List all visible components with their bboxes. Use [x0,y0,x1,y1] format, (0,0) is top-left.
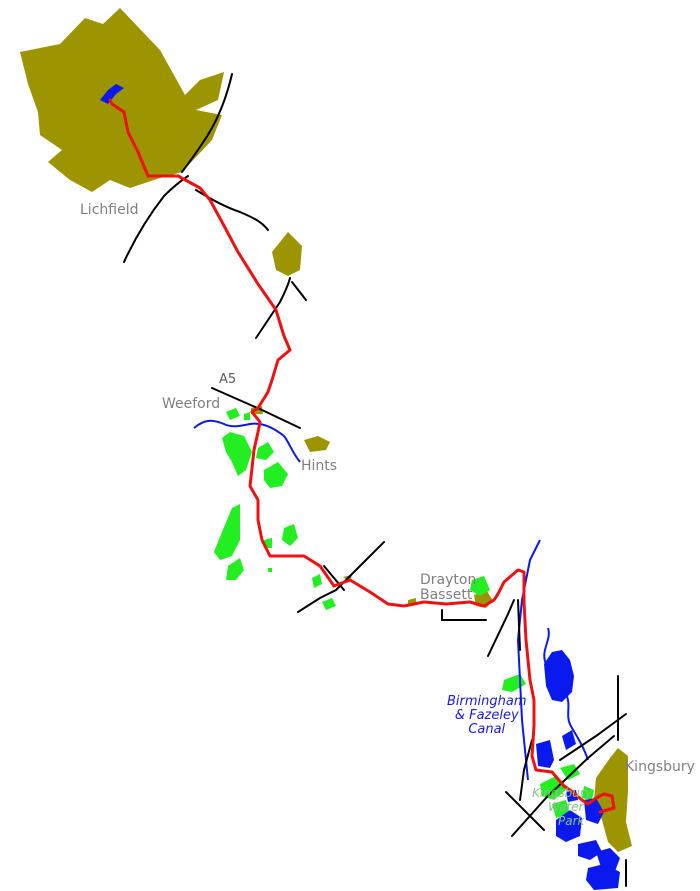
wood-weeford-1 [226,408,240,420]
wood-drayton [470,576,490,596]
road-kingsbury-4 [519,739,533,801]
label-park-line3: Park [558,814,585,828]
river-tame [193,419,301,463]
label-kingsbury: Kingsbury [625,759,695,775]
road-drayton [441,609,487,621]
wood-road-2 [322,598,336,610]
wood-road-1 [312,574,322,588]
road-south-2 [323,565,345,591]
lake-park-1 [556,810,582,842]
walk-route [108,98,616,814]
label-lichfield: Lichfield [80,202,139,218]
wood-park-2 [560,764,580,780]
wood-hints-south [264,462,288,488]
lake-park-3 [578,840,602,860]
label-drayton-bassett: Drayton Bassett [420,573,476,603]
lake-canal [536,740,554,768]
label-kingsbury-water-park: Kingsbury Water Park [532,786,592,828]
lake-middle [562,730,576,750]
road-a5 [211,387,301,429]
label-canal: Birmingham & Fazeley Canal [447,695,527,737]
road-north-a5-2 [291,281,307,301]
label-drayton-line2: Bassett [420,587,473,603]
wood-hints-small [256,442,274,460]
road-kingsbury-3 [505,791,545,831]
wood-canal-west [502,674,526,692]
road-kingsbury-1 [559,713,627,761]
label-drayton-line1: Drayton [420,572,477,588]
wood-hints-west [222,432,252,476]
wood-weeford-2 [244,412,250,420]
water [100,84,620,890]
lake-south [586,864,620,890]
hints-settlement [304,436,330,452]
road-lichfield-west [123,175,189,263]
label-a5: A5 [219,372,237,387]
wood-south-1 [214,504,240,560]
label-hints: Hints [301,458,338,474]
wood-south-5 [268,568,272,572]
lichfield-area [20,8,224,192]
label-canal-line3: Canal [468,722,506,737]
road-canal-west [517,599,521,651]
lichfield-pool [100,84,124,104]
road-south-1 [297,541,385,613]
woodland [214,408,594,818]
wood-park-3 [582,786,594,800]
road-north-a5-1 [255,277,291,339]
roads [123,73,627,887]
lake-north [544,650,574,702]
settlements [20,8,632,852]
wood-south-3 [226,558,244,580]
label-canal-line2: & Fazeley [454,708,519,723]
label-canal-line1: Birmingham [447,694,527,709]
road-kingsbury-2 [511,735,615,837]
label-weeford: Weeford [162,396,221,412]
birmingham-fazeley-canal [516,539,541,781]
label-park-line1: Kingsbury [532,786,592,800]
settlement-north-of-a5 [272,232,302,276]
wood-south-2 [282,524,298,546]
label-park-line2: Water [548,800,584,814]
road-lichfield-east [181,73,233,173]
road-drayton-south [487,599,515,657]
